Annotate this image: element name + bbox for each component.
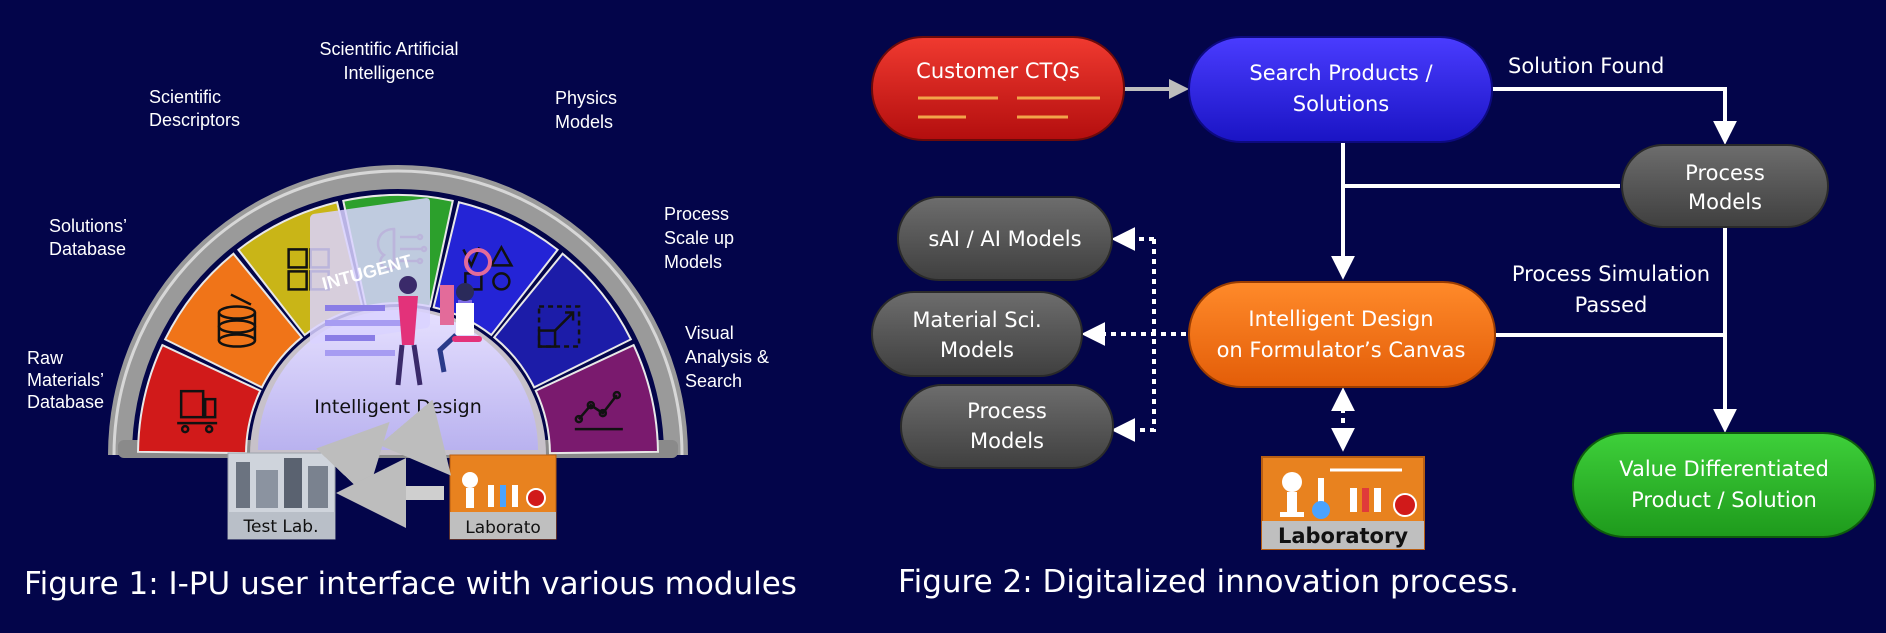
label-physics-2: Models [555,112,613,132]
test-lab-label: Test Lab. [243,517,319,537]
value-diff-1: Value Differentiated [1619,457,1829,481]
label-visual-1: Visual [685,323,734,343]
label-solutions-2: Database [49,239,126,259]
sai-models-node: sAI / AI Models [897,196,1113,281]
label-sai-2: Intelligence [343,63,434,83]
figure-1: INTUGENT Intelligent Design Raw Material… [24,39,797,602]
label-descriptors-2: Descriptors [149,110,240,130]
segment-visual-analysis [534,343,659,455]
material-sci-1: Material Sci. [912,308,1041,332]
laborato-image: Laborato [449,454,557,540]
figure-2: Customer CTQs Search Products / Solution… [871,36,1876,600]
intelligent-design-1: Intelligent Design [1248,307,1433,331]
customer-ctqs-node: Customer CTQs [871,36,1125,141]
material-sci-2: Models [940,338,1014,362]
search-label-1: Search Products / [1249,61,1433,85]
database-icon [217,293,257,348]
module-labels: Raw Materials’ Database Solutions’ Datab… [27,39,769,412]
label-raw-1: Raw [27,348,64,368]
value-differentiated-node: Value Differentiated Product / Solution [1572,432,1876,538]
search-label-2: Solutions [1293,92,1390,116]
label-visual-3: Search [685,371,742,391]
figure2-caption: Figure 2: Digitalized innovation process… [898,564,1519,600]
cycle-arrows [316,399,452,528]
label-scaleup-2: Scale up [664,228,734,248]
label-physics-1: Physics [555,88,617,108]
cart-icon [177,389,218,434]
process-models-right-2: Models [1688,190,1762,214]
segment-raw-materials [137,343,262,455]
label-solutions-1: Solutions’ [49,216,127,236]
test-lab-image: Test Lab. [227,452,336,540]
laboratory-label: Laboratory [1278,524,1408,548]
laborato-label: Laborato [465,518,541,538]
process-sim-1: Process Simulation [1512,262,1710,286]
label-scaleup-3: Models [664,252,722,272]
search-products-node: Search Products / Solutions [1188,36,1493,143]
figure1-caption: Figure 1: I-PU user interface with vario… [24,566,797,602]
scale-up-icon [537,305,581,348]
process-sim-2: Passed [1575,293,1648,317]
laboratory-image: Laboratory [1261,456,1425,550]
label-sai-1: Scientific Artificial [319,39,458,59]
flow-connectors [1081,79,1737,452]
process-models-left-node: Process Models [900,384,1114,469]
intelligent-design-node: Intelligent Design on Formulator’s Canva… [1188,281,1496,388]
segment-process-scale-up [492,252,633,389]
label-scaleup-1: Process [664,204,729,224]
chart-icon [574,390,623,431]
dial-rim-highlight [112,169,684,456]
customer-ctqs-label: Customer CTQs [916,59,1080,83]
process-models-left-1: Process [967,399,1047,423]
process-models-left-2: Models [970,429,1044,453]
center-label: Intelligent Design [314,396,482,418]
sai-models-label: sAI / AI Models [928,227,1081,251]
process-models-right-1: Process [1685,161,1765,185]
material-sci-node: Material Sci. Models [871,291,1083,377]
intelligent-design-2: on Formulator’s Canvas [1217,338,1466,362]
label-descriptors-1: Scientific [149,87,221,107]
label-raw-3: Database [27,392,104,412]
label-visual-2: Analysis & [685,347,769,367]
process-models-right-node: Process Models [1621,144,1829,228]
value-diff-2: Product / Solution [1631,488,1817,512]
solution-found-label: Solution Found [1508,54,1664,78]
label-raw-2: Materials’ [27,370,104,390]
dashboard-illustration [310,198,492,386]
